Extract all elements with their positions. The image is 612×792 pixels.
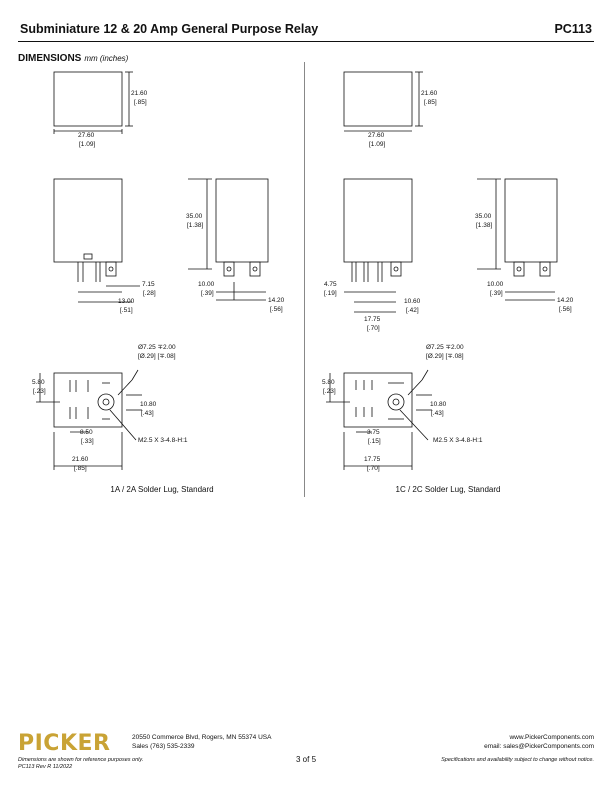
dim-1300: 13.00	[118, 298, 135, 305]
relay-side-view-c	[504, 178, 558, 263]
dim-1000-in-c: [.39]	[490, 290, 503, 297]
dim-top-width-in-c: [1.09]	[369, 141, 385, 148]
column-divider	[304, 62, 305, 497]
screw-spec-c: M2.5 X 3-4.8-H:1	[433, 437, 483, 444]
dim-1420-in: [.56]	[270, 306, 283, 313]
dim-side-height: 35.00	[186, 213, 203, 220]
relay-bottom-view	[53, 372, 123, 428]
dim-1080-c: 10.80	[430, 401, 447, 408]
dim-850: 8.50	[80, 429, 93, 436]
dim-top-width-in: [1.09]	[79, 141, 95, 148]
dim-1080: 10.80	[140, 401, 157, 408]
section-units: mm (inches)	[84, 54, 129, 63]
dim-top-height-c: 21.60	[421, 90, 438, 97]
relay-top-view	[53, 71, 123, 127]
caption-left: 1A / 2A Solder Lug, Standard	[110, 485, 214, 494]
dim-1420: 14.20	[268, 297, 285, 304]
dim-hole-c: Ø7.25 ∓2.00	[426, 344, 464, 351]
dim-top-width: 27.60	[78, 132, 95, 139]
dim-1775-in: [.70]	[367, 325, 380, 332]
dim-1420-in-c: [.56]	[559, 306, 572, 313]
picker-logo: PICKER	[18, 731, 111, 756]
dim-side-height-in-c: [1.38]	[476, 222, 492, 229]
header-rule	[18, 41, 594, 42]
dim-375: 3.75	[367, 429, 380, 436]
email-link[interactable]: email: sales@PickerComponents.com	[484, 743, 594, 750]
screw-spec: M2.5 X 3-4.8-H:1	[138, 437, 188, 444]
dim-580-in-c: [.23]	[323, 388, 336, 395]
part-code: PC113	[554, 22, 592, 36]
page-header: Subminiature 12 & 20 Amp General Purpose…	[18, 22, 594, 40]
caption-right: 1C / 2C Solder Lug, Standard	[395, 485, 501, 494]
dim-side-height-in: [1.38]	[187, 222, 203, 229]
dim-side-height-c: 35.00	[475, 213, 492, 220]
dim-580-c: 5.80	[322, 379, 335, 386]
dim-hole-in-c: [Ø.29] [∓.08]	[426, 353, 464, 360]
dim-1000-in: [.39]	[201, 290, 214, 297]
dim-1000-c: 10.00	[487, 281, 504, 288]
dim-top-height-in-c: [.85]	[424, 99, 437, 106]
dim-2160-in: [.85]	[74, 465, 87, 472]
dim-1420-c: 14.20	[557, 297, 574, 304]
dim-hole: Ø7.25 ∓2.00	[138, 344, 176, 351]
relay-side-view	[215, 178, 269, 263]
dim-top-height-in: [.85]	[134, 99, 147, 106]
dim-475-in: [.19]	[324, 290, 337, 297]
footer-contact: www.PickerComponents.com email: sales@Pi…	[484, 733, 594, 751]
dim-850-in: [.33]	[81, 438, 94, 445]
dim-715-in: [.28]	[143, 290, 156, 297]
dim-1080-in-c: [.43]	[431, 410, 444, 417]
dim-1060-in: [.42]	[406, 307, 419, 314]
footer-address: 20550 Commerce Blvd, Rogers, MN 55374 US…	[132, 734, 272, 750]
dim-1775: 17.75	[364, 316, 381, 323]
relay-bottom-view-c	[343, 372, 413, 428]
footer-note: Dimensions are shown for reference purpo…	[18, 757, 144, 770]
page-number: 3 of 5	[296, 755, 317, 764]
dim-hole-in: [Ø.29] [∓.08]	[138, 353, 176, 360]
dim-2160: 21.60	[72, 456, 89, 463]
dim-1060: 10.60	[404, 298, 421, 305]
dim-top-width-c: 27.60	[368, 132, 385, 139]
dim-580: 5.80	[32, 379, 45, 386]
dim-top-height: 21.60	[131, 90, 148, 97]
dim-475: 4.75	[324, 281, 337, 288]
dim-1775b: 17.75	[364, 456, 381, 463]
dim-580-in: [.23]	[33, 388, 46, 395]
website-link[interactable]: www.PickerComponents.com	[509, 734, 594, 741]
relay-front-view-c	[343, 178, 413, 263]
dim-715: 7.15	[142, 281, 155, 288]
footer-spec: Specifications and availability subject …	[441, 757, 594, 763]
page-title: Subminiature 12 & 20 Amp General Purpose…	[20, 22, 319, 36]
dim-1300-in: [.51]	[120, 307, 133, 314]
dim-1775b-in: [.70]	[367, 465, 380, 472]
relay-top-view-c	[343, 71, 413, 127]
dim-1080-in: [.43]	[141, 410, 154, 417]
dim-1000: 10.00	[198, 281, 215, 288]
dim-375-in: [.15]	[368, 438, 381, 445]
relay-front-view	[53, 178, 123, 263]
